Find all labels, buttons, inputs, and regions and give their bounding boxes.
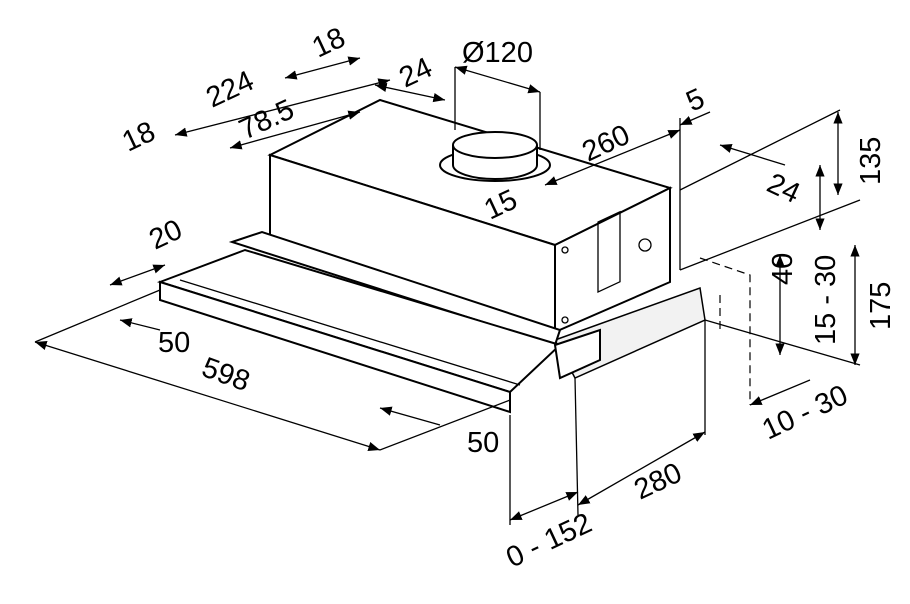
dim-24-top: 24 [394,52,437,95]
dim-280: 280 [629,457,686,506]
dimension-lines [34,56,861,521]
dim-18-top: 18 [307,22,350,65]
dim-24-right: 24 [762,167,805,210]
dim-duct-diameter: Ø120 [462,37,533,69]
dim-5: 5 [681,83,709,119]
dim-15-30: 15 - 30 [810,255,842,345]
dim-18-left: 18 [117,116,160,159]
duct-collar [439,131,551,182]
dim-260: 260 [577,119,634,168]
dim-50-left: 50 [158,327,190,359]
dim-224: 224 [201,65,258,114]
dim-10-30: 10 - 30 [757,379,852,446]
dim-135: 135 [855,137,887,185]
dim-50-right: 50 [467,427,499,459]
dim-598: 598 [198,352,254,399]
dim-40: 40 [767,253,799,285]
dim-175: 175 [865,282,897,330]
dim-20: 20 [144,214,187,257]
